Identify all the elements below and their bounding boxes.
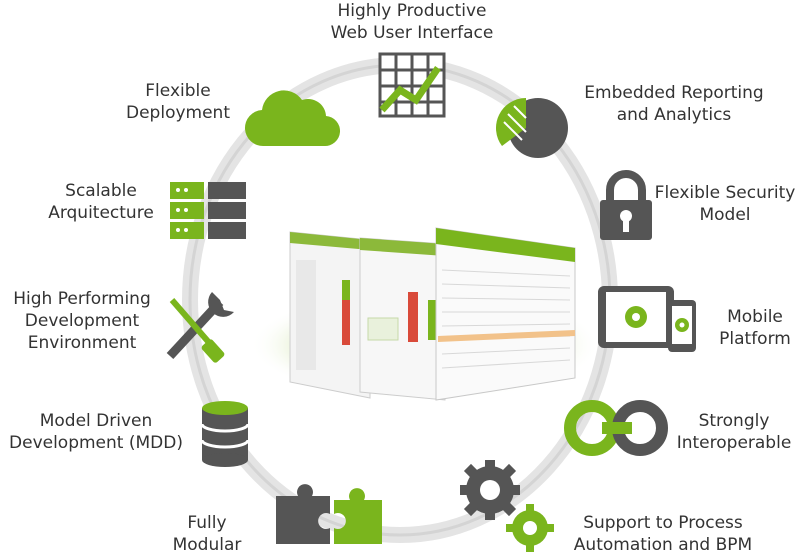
- label-interop: Strongly Interoperable: [672, 410, 796, 454]
- label-line: Support to Process: [583, 513, 743, 533]
- tools-icon: [160, 288, 240, 366]
- label-dev-env: High Performing Development Environment: [0, 288, 164, 354]
- label-line: Automation and BPM: [573, 535, 753, 555]
- label-line: Flexible: [145, 81, 211, 101]
- label-line: Model: [699, 205, 751, 225]
- label-web-ui: Highly Productive Web User Interface: [322, 0, 502, 44]
- label-line: Highly Productive: [337, 1, 487, 21]
- screen-back: [289, 231, 371, 399]
- cloud-icon: [244, 86, 341, 148]
- label-bpm: Support to Process Automation and BPM: [568, 512, 758, 556]
- label-line: Development (MDD): [9, 433, 183, 453]
- label-line: Modular: [172, 535, 242, 555]
- label-line: Development: [24, 311, 140, 331]
- grid-chart-icon: [378, 52, 450, 120]
- label-line: Embedded Reporting: [584, 83, 764, 103]
- infinity-links-icon: [562, 398, 672, 458]
- label-line: Platform: [719, 329, 791, 349]
- label-line: Environment: [27, 333, 137, 353]
- label-line: Web User Interface: [330, 23, 494, 43]
- screen-middle: [359, 237, 446, 401]
- label-deployment: Flexible Deployment: [118, 80, 238, 124]
- label-line: Mobile: [727, 307, 783, 327]
- label-line: High Performing: [13, 289, 151, 309]
- label-line: Deployment: [126, 103, 230, 123]
- puzzle-icon: [272, 484, 392, 546]
- label-line: Arquitecture: [48, 203, 154, 223]
- label-line: Fully: [187, 513, 227, 533]
- label-line: Interoperable: [676, 433, 792, 453]
- label-line: Flexible Security: [654, 183, 796, 203]
- padlock-icon: [596, 170, 656, 242]
- label-modular: Fully Modular: [168, 512, 246, 556]
- label-line: Strongly: [698, 411, 770, 431]
- label-line: and Analytics: [616, 105, 732, 125]
- label-mdd: Model Driven Development (MDD): [0, 410, 192, 454]
- label-line: Model Driven: [39, 411, 153, 431]
- label-reporting: Embedded Reporting and Analytics: [574, 82, 774, 126]
- server-rack-icon: [168, 180, 248, 242]
- database-icon: [200, 400, 250, 468]
- screen-front: [435, 227, 576, 401]
- pie-chart-icon: [496, 92, 570, 162]
- label-line: Scalable: [65, 181, 137, 201]
- label-mobile: Mobile Platform: [712, 306, 798, 350]
- tablet-phone-icon: [596, 284, 700, 354]
- label-architecture: Scalable Arquitecture: [36, 180, 166, 224]
- label-security: Flexible Security Model: [650, 182, 800, 226]
- gears-icon: [452, 460, 562, 555]
